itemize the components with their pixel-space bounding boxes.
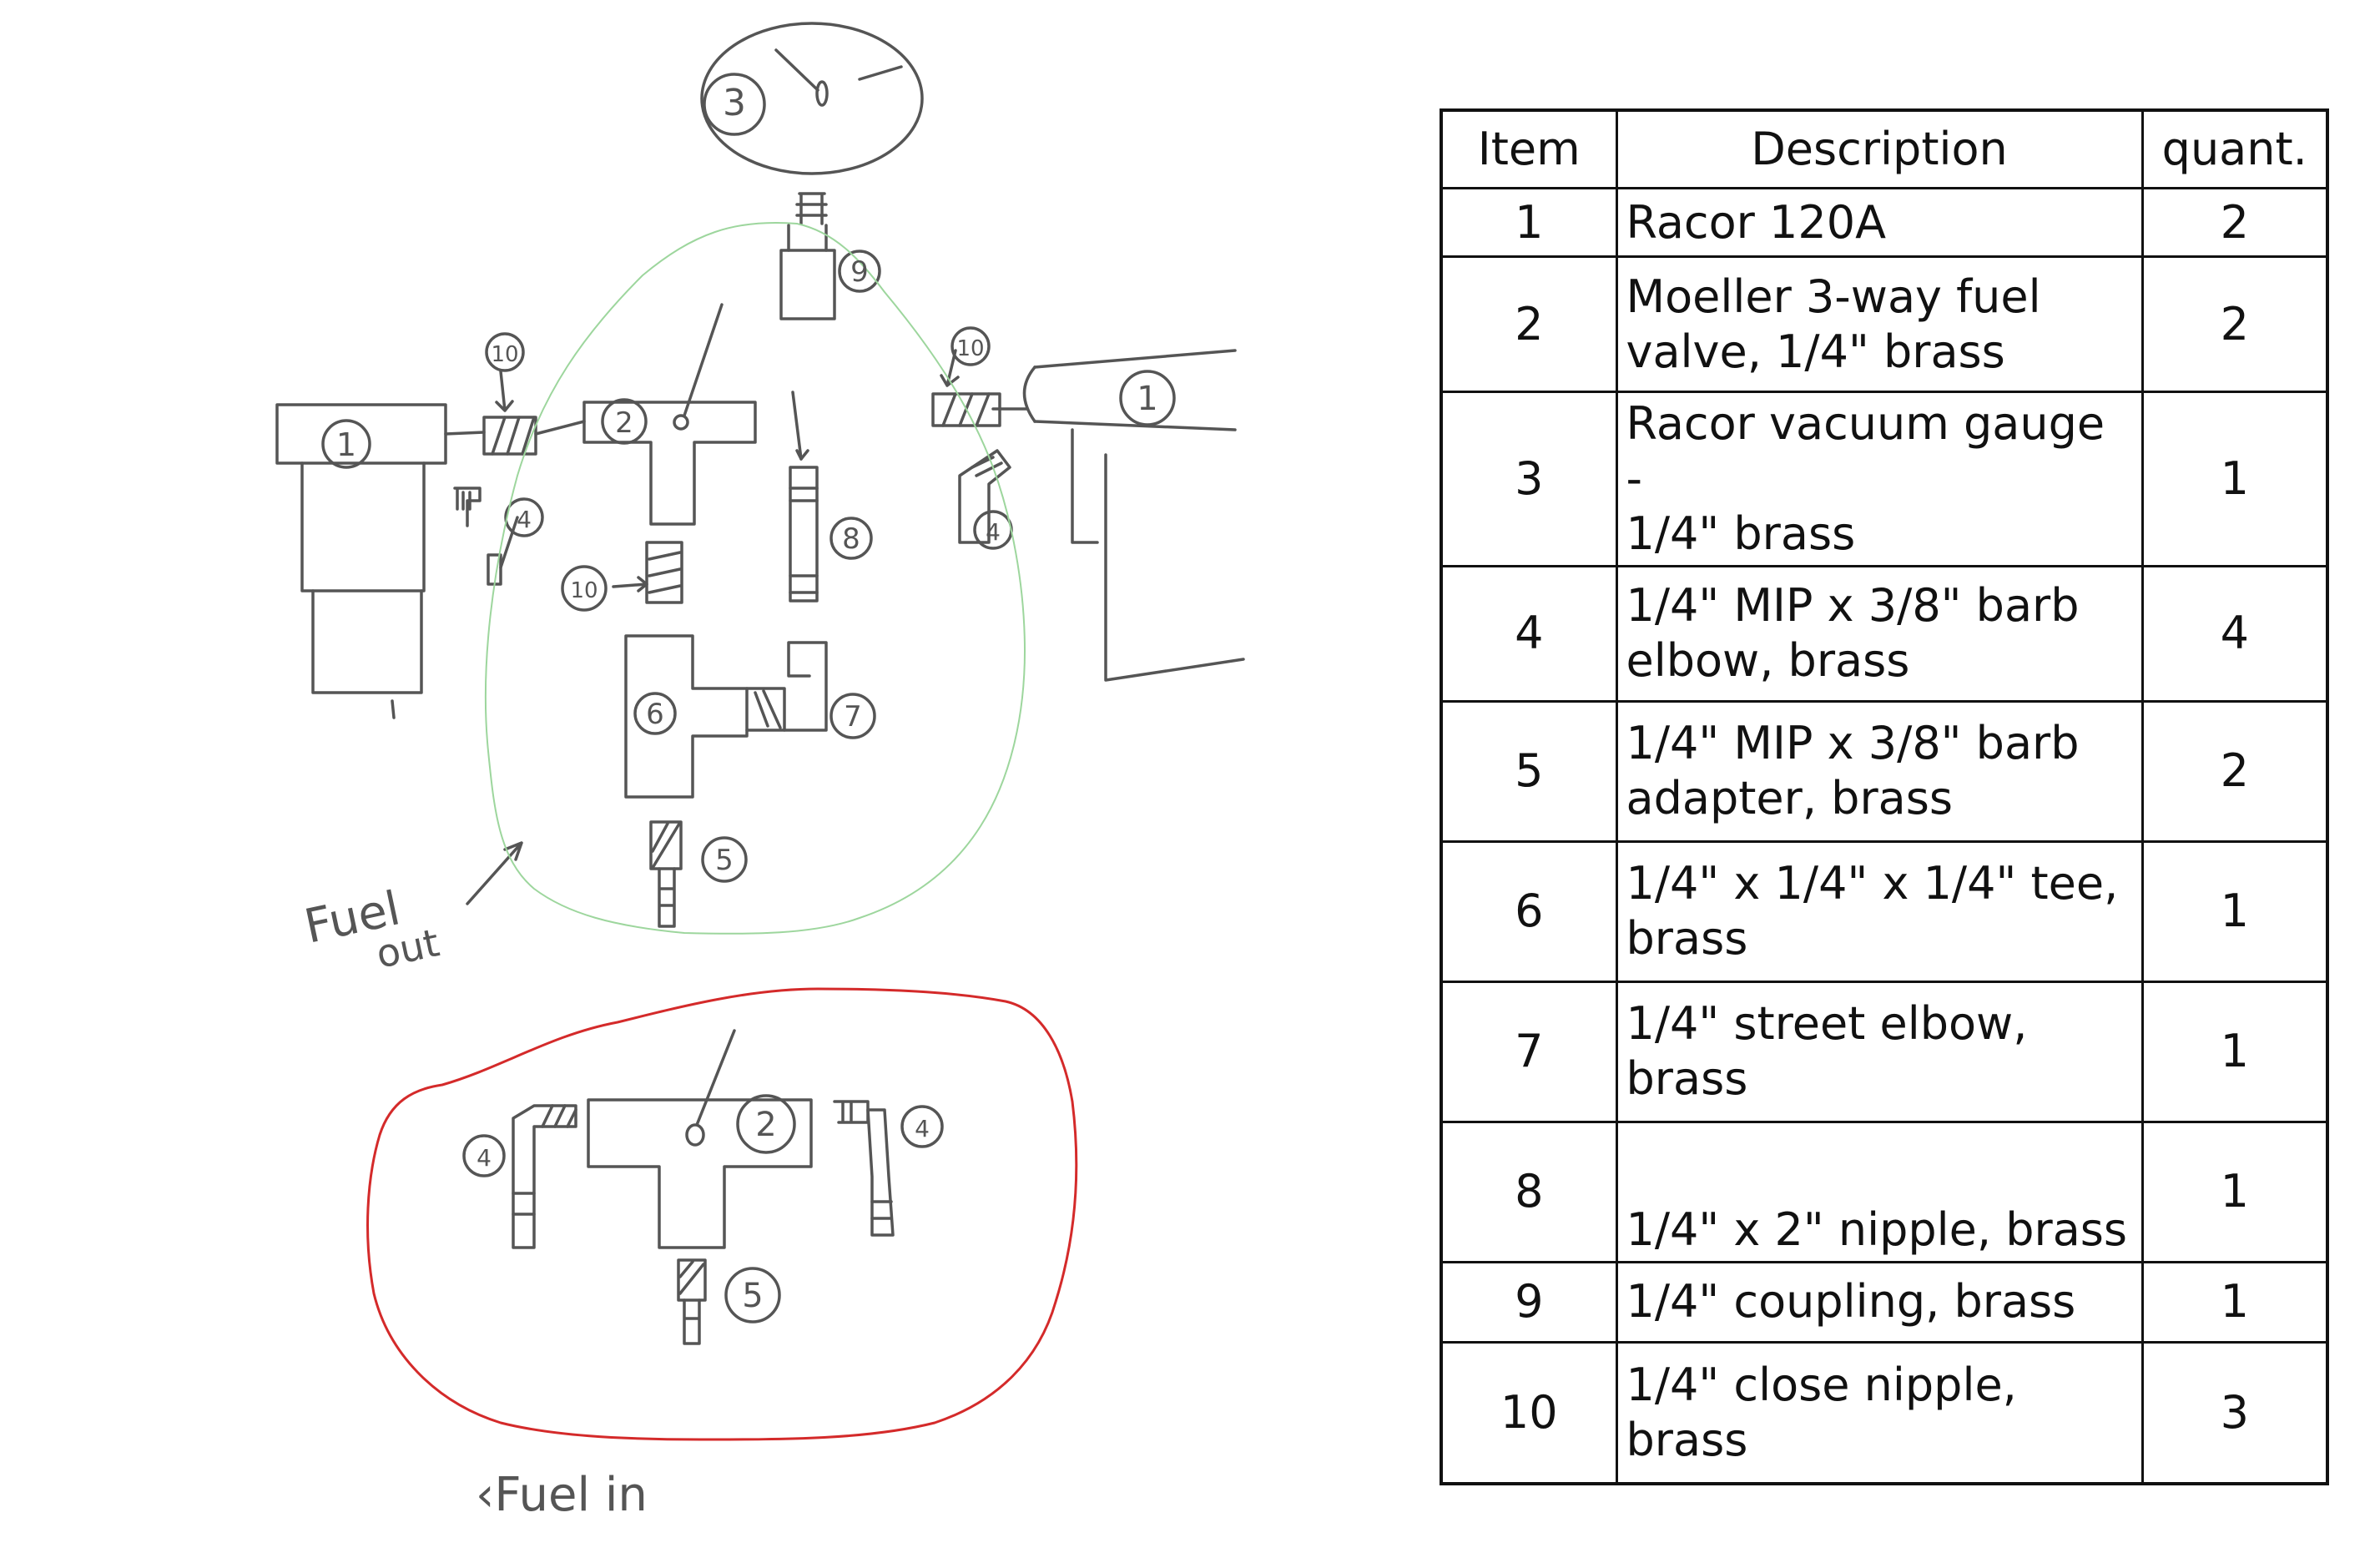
adapter-lower-drawing: [677, 1258, 707, 1345]
item-quantity: 4: [2140, 564, 2329, 703]
item-number: 2: [1440, 255, 1618, 393]
table-row: 1 Racor 120A 2: [1440, 187, 2329, 258]
item-number: 3: [1440, 391, 1618, 567]
vacuum-gauge-drawing: [700, 22, 924, 225]
label-elbow-lower-left: 4: [477, 1144, 492, 1172]
item-number: 6: [1440, 839, 1618, 983]
left-filter-drawing: [275, 403, 486, 719]
item-description: Racor vacuum gauge -1/4" brass: [1615, 391, 2144, 567]
label-nipple: 8: [842, 522, 860, 556]
label-gauge: 3: [723, 82, 746, 124]
label-coupling: 9: [850, 255, 869, 289]
item-quantity: 2: [2140, 187, 2329, 258]
label-adapter-upper: 5: [715, 844, 734, 877]
item-number: 8: [1440, 1120, 1618, 1263]
tee-drawing: [624, 634, 749, 799]
table-row: 7 1/4" street elbow,brass 1: [1440, 980, 2329, 1123]
fuel-out-outline: [484, 221, 1026, 935]
close-nipple-mid-drawing: [612, 541, 683, 604]
header-description: Description: [1615, 108, 2144, 189]
item-description: 1/4" x 2" nipple, brass: [1615, 1120, 2144, 1263]
item-description: 1/4" x 1/4" x 1/4" tee,brass: [1615, 839, 2144, 983]
table-row: 10 1/4" close nipple,brass 3: [1440, 1340, 2329, 1485]
adapter-upper-drawing: [649, 820, 683, 928]
item-description: 1/4" street elbow,brass: [1615, 980, 2144, 1123]
item-number: 9: [1440, 1260, 1618, 1344]
coupling-drawing: [779, 224, 836, 320]
label-left-filter: 1: [336, 426, 356, 463]
label-elbow-left: 4: [517, 506, 532, 533]
label-elbow-right: 4: [986, 518, 1001, 546]
label-close-nipple-mid: 10: [570, 578, 598, 603]
close-nipple-right-drawing: [931, 349, 1001, 427]
table-row: 9 1/4" coupling, brass 1: [1440, 1260, 2329, 1344]
fuel-manifold-sketch: 3 9 10 10 1 2 1 4 4 10 8 6 7 5 4 2 4 5 F…: [275, 22, 1245, 1522]
item-quantity: 1: [2140, 1260, 2329, 1344]
table-row: 3 Racor vacuum gauge -1/4" brass 1: [1440, 391, 2329, 567]
item-quantity: 1: [2140, 839, 2329, 983]
valve-lower-drawing: [587, 1029, 813, 1249]
right-filter-drawing: [991, 349, 1245, 682]
item-number: 7: [1440, 980, 1618, 1123]
label-street-elbow: 7: [844, 700, 862, 734]
close-nipple-left-drawing: [482, 370, 586, 456]
label-adapter-lower: 5: [742, 1277, 763, 1315]
fuel-in-outline: [366, 987, 1078, 1441]
label-valve-lower: 2: [755, 1106, 776, 1144]
item-number: 4: [1440, 564, 1618, 703]
item-quantity: 3: [2140, 1340, 2329, 1485]
item-quantity: 1: [2140, 980, 2329, 1123]
item-quantity: 2: [2140, 699, 2329, 843]
label-close-nipple-right: 10: [956, 336, 984, 361]
table-header-row: Item Description quant.: [1440, 108, 2329, 189]
elbow-left-drawing: [453, 487, 519, 586]
item-quantity: 1: [2140, 1120, 2329, 1263]
label-right-filter: 1: [1137, 380, 1157, 418]
fuel-in-label: ‹Fuel in: [476, 1468, 648, 1522]
elbow-lower-left-drawing: [512, 1104, 577, 1249]
parts-list-table: Item Description quant. 1 Racor 120A 2 2…: [1440, 108, 2329, 1486]
item-description: 1/4" close nipple,brass: [1615, 1340, 2144, 1485]
elbow-lower-right-drawing: [833, 1100, 895, 1237]
item-number: 1: [1440, 187, 1618, 258]
nipple-drawing: [789, 391, 819, 603]
item-description: Racor 120A: [1615, 187, 2144, 258]
item-number: 10: [1440, 1340, 1618, 1485]
label-close-nipple-left: 10: [491, 342, 518, 367]
header-quantity: quant.: [2140, 108, 2329, 189]
label-tee: 6: [646, 698, 664, 731]
label-main-valve: 2: [615, 406, 633, 440]
item-description: 1/4" coupling, brass: [1615, 1260, 2144, 1344]
label-elbow-lower-right: 4: [915, 1115, 930, 1142]
valve-main-drawing: [582, 303, 757, 526]
table-row: 8 1/4" x 2" nipple, brass 1: [1440, 1120, 2329, 1263]
item-quantity: 2: [2140, 255, 2329, 393]
item-quantity: 1: [2140, 391, 2329, 567]
item-number: 5: [1440, 699, 1618, 843]
header-item: Item: [1440, 108, 1618, 189]
street-elbow-drawing: [745, 641, 828, 732]
table-row: 6 1/4" x 1/4" x 1/4" tee,brass 1: [1440, 839, 2329, 983]
